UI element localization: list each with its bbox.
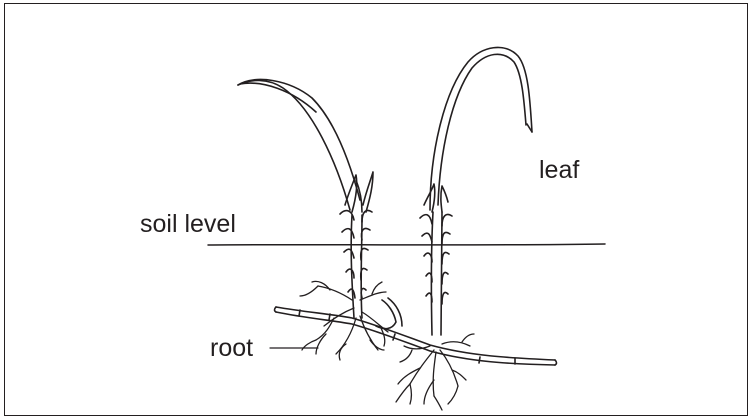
soil-level-line bbox=[208, 244, 605, 245]
right-roots bbox=[396, 334, 474, 410]
root-label: root bbox=[210, 336, 253, 361]
left-leaf bbox=[238, 79, 360, 210]
leaf-label: leaf bbox=[539, 158, 579, 183]
right-stem bbox=[420, 184, 452, 335]
rhizome bbox=[275, 307, 557, 365]
right-leaf bbox=[430, 47, 532, 210]
soil-level-label: soil level bbox=[140, 212, 236, 237]
connecting-shoot bbox=[376, 298, 402, 329]
